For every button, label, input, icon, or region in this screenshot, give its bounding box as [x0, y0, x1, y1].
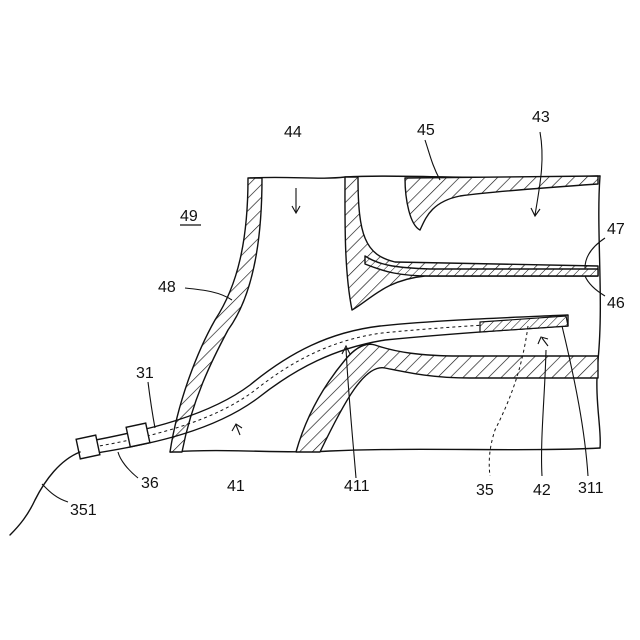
connector-36-b [126, 423, 150, 447]
leader-351 [42, 484, 68, 502]
arrow-43 [531, 132, 542, 216]
label-43: 43 [532, 109, 550, 126]
center-partition-wall [345, 177, 598, 310]
upper-wall-45 [405, 176, 598, 230]
leader-31 [148, 382, 155, 428]
dashed-line-35 [489, 326, 528, 476]
label-311: 311 [578, 480, 604, 497]
label-47: 47 [607, 221, 625, 238]
label-351: 351 [70, 502, 97, 519]
label-45: 45 [417, 122, 435, 139]
label-31: 31 [136, 365, 154, 382]
cable-351 [10, 452, 80, 535]
bottom-break-line [170, 448, 600, 452]
label-411: 411 [344, 478, 370, 495]
arrow-44 [292, 188, 300, 213]
leader-47 [585, 238, 605, 268]
label-36: 36 [141, 475, 159, 492]
leader-311 [562, 326, 588, 476]
leader-48 [185, 288, 232, 300]
arrow-41 [232, 424, 242, 435]
arrow-42 [538, 337, 548, 346]
label-41: 41 [227, 478, 245, 495]
label-48: 48 [158, 279, 176, 296]
lower-wall-42 [296, 344, 598, 452]
connector-36-a [76, 435, 100, 459]
label-49: 49 [180, 208, 198, 225]
label-44: 44 [284, 124, 302, 141]
label-35: 35 [476, 482, 494, 499]
leader-45 [425, 140, 440, 180]
right-break-line [597, 176, 600, 448]
leader-36 [118, 452, 138, 478]
label-42: 42 [533, 482, 551, 499]
label-46: 46 [607, 295, 625, 312]
leader-46 [585, 276, 605, 296]
